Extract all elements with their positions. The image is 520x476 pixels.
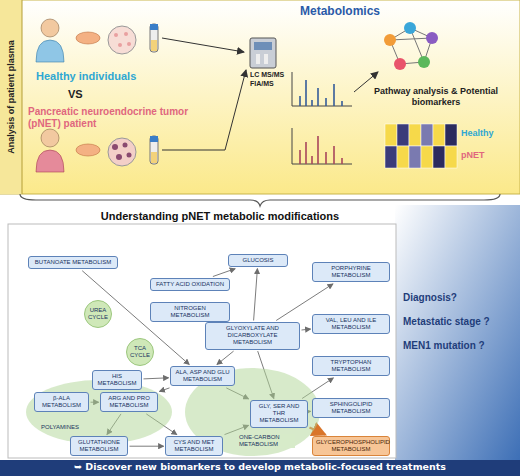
question-label: Diagnosis? [403, 292, 457, 303]
pathway-box: HIS METABOLISM [92, 370, 142, 390]
pathway-box: CYS AND MET METABOLISM [165, 436, 223, 456]
heatmap-cell [421, 146, 433, 168]
node-text: VAL, LEU AND ILE METABOLISM [316, 317, 386, 331]
bracket [20, 194, 500, 206]
patient-person [36, 129, 158, 172]
pathway-link [130, 446, 164, 447]
heatmap-cell [445, 124, 457, 146]
pathway-link [144, 378, 169, 379]
node-text: POLYAMINES [40, 424, 80, 431]
node-text: BUTANOATE METABOLISM [32, 259, 114, 266]
node-text: NITROGEN METABOLISM [154, 305, 226, 319]
heatmap-cell [385, 146, 397, 168]
heatmap-cell [397, 124, 409, 146]
heatmap-cell [433, 146, 445, 168]
network-icon [384, 22, 438, 70]
section-heading: Understanding pNET metabolic modificatio… [40, 210, 400, 223]
node-text: CYS AND MET METABOLISM [169, 439, 219, 453]
heatmap-cell [409, 146, 421, 168]
question-label: MEN1 mutation ? [403, 340, 485, 351]
cycle-circle: TCA CYCLE [126, 338, 154, 366]
mass-spectrometer [250, 38, 276, 68]
legend-label: pNET [461, 150, 485, 160]
node-text: ARG AND PRO METABOLISM [104, 395, 154, 409]
legend-label: Healthy [461, 128, 494, 138]
pathway-box: VAL, LEU AND ILE METABOLISM [312, 314, 390, 334]
heatmap [385, 124, 457, 168]
pathway-box: GLUTATHIONE METABOLISM [70, 436, 128, 456]
node-text: GLUCOSIS [232, 257, 284, 264]
vs-label: VS [68, 88, 83, 100]
method-label: FIA/MS [250, 80, 274, 87]
result-label: Pathway analysis & Potential biomarkers [366, 86, 506, 108]
pathway-box: ALA, ASP AND GLU METABOLISM [170, 366, 235, 386]
spectrum-plot [292, 72, 352, 164]
node-text: GLY, SER AND THR METABOLISM [254, 403, 304, 425]
node-text: ALA, ASP AND GLU METABOLISM [174, 369, 231, 383]
pathway-box: GLYCEROPHOSPHOLIPID METABOLISM [312, 436, 390, 456]
question-label: Metastatic stage ? [403, 316, 490, 327]
node-text: GLYOXYLATE AND DICARBOXYLATE METABOLISM [209, 325, 296, 347]
node-text: HIS METABOLISM [96, 373, 138, 387]
node-text: GLYCEROPHOSPHOLIPID METABOLISM [316, 439, 386, 453]
node-text: GLUTATHIONE METABOLISM [74, 439, 124, 453]
heatmap-cell [421, 124, 433, 146]
pathway-box: β-ALA METABOLISM [34, 392, 89, 412]
pathway-link [160, 388, 170, 392]
pathway-box: FATTY ACID OXIDATION [150, 278, 230, 291]
pathway-box: SPHINGOLIPID METABOLISM [312, 398, 390, 418]
pathway-box: NITROGEN METABOLISM [150, 302, 230, 322]
pathway-box: GLYOXYLATE AND DICARBOXYLATE METABOLISM [205, 322, 300, 350]
node-text: PORPHYRINE METABOLISM [316, 265, 386, 279]
side-stripe [0, 0, 22, 194]
heatmap-cell [385, 124, 397, 146]
question-panel [395, 205, 520, 460]
network-panel [8, 224, 396, 458]
pathway-box: GLY, SER AND THR METABOLISM [250, 400, 308, 428]
stripe-edge [22, 0, 23, 194]
heatmap-cell [445, 146, 457, 168]
node-text: ONE-CARBON METABOLISM [238, 434, 295, 448]
node-text: TRYPTOPHAN METABOLISM [316, 359, 386, 373]
bottom-bar [0, 460, 520, 476]
heatmap-cell [433, 124, 445, 146]
pathway-link [217, 351, 234, 364]
pathway-box: BUTANOATE METABOLISM [28, 256, 118, 269]
pathway-link [213, 269, 235, 277]
pathway-link [302, 329, 311, 330]
healthy-person [36, 19, 158, 62]
side-label: Analysis of patient plasma [6, 40, 16, 154]
flow-arrow [162, 38, 244, 52]
bottom-banner: ➥ Discover new biomarkers to develop met… [0, 461, 520, 472]
pathway-box: ARG AND PRO METABOLISM [100, 392, 158, 412]
node-text: TCA CYCLE [129, 345, 151, 359]
cycle-circle: UREA CYCLE [84, 300, 112, 328]
node-text: FATTY ACID OXIDATION [154, 281, 226, 288]
node-text: SPHINGOLIPID METABOLISM [316, 401, 386, 415]
pathway-box: TRYPTOPHAN METABOLISM [312, 356, 390, 376]
panel-title: Metabolomics [300, 4, 380, 18]
top-panel [0, 0, 520, 194]
pathway-link [254, 269, 258, 321]
heatmap-cell [397, 146, 409, 168]
node-text: β-ALA METABOLISM [38, 395, 85, 409]
group-label: Healthy individuals [36, 70, 136, 82]
pathway-box: PORPHYRINE METABOLISM [312, 262, 390, 282]
pathway-box: GLUCOSIS [228, 254, 288, 267]
heatmap-cell [409, 124, 421, 146]
group-label: Pancreatic neuroendocrine tumor (pNET) p… [28, 106, 210, 130]
node-text: UREA CYCLE [87, 307, 109, 321]
method-label: LC MS/MS [250, 71, 284, 78]
